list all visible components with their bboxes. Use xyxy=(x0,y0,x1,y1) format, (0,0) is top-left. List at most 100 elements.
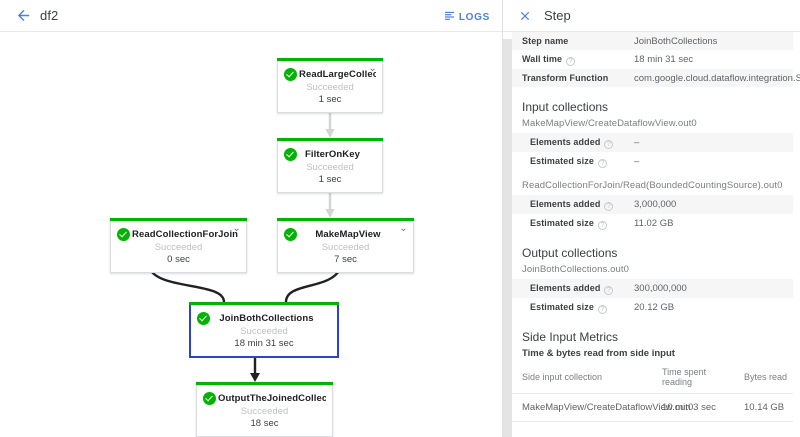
node-title: ReadCollectionForJoin xyxy=(132,228,239,240)
check-circle-icon xyxy=(284,227,297,241)
node-status-bar xyxy=(110,218,247,221)
table-row: Elements added? 300,000,000 xyxy=(512,279,793,298)
elements-added-value: 3,000,000 xyxy=(634,198,677,210)
elements-added-value: 300,000,000 xyxy=(634,282,687,294)
chevron-down-icon[interactable] xyxy=(368,65,377,74)
logs-button[interactable]: LOGS xyxy=(444,8,490,26)
estimated-size-text: Estimated size xyxy=(530,301,594,312)
node-header: ReadLargeCollectionFr... xyxy=(278,61,382,81)
help-circle-icon[interactable]: ? xyxy=(597,220,607,230)
node-header: ReadCollectionForJoin xyxy=(111,221,246,241)
node-header: JoinBothCollections xyxy=(191,305,337,325)
help-circle-icon[interactable]: ? xyxy=(604,201,614,211)
table-row: Estimated size? – xyxy=(512,152,793,171)
node-duration: 1 sec xyxy=(318,94,342,105)
graph-node-join-both-collections[interactable]: JoinBothCollections Succeeded 18 min 31 … xyxy=(189,302,339,358)
graph-node-read-large-collection[interactable]: ReadLargeCollectionFr... Succeeded 1 sec xyxy=(277,58,383,113)
graph-node-filter-on-key[interactable]: FilterOnKey Succeeded 1 sec xyxy=(277,138,383,193)
logs-button-label: LOGS xyxy=(458,11,490,23)
node-status-label: Succeeded xyxy=(306,162,354,173)
side-input-metrics-subheading: Time & bytes read from side input xyxy=(522,348,675,359)
cell-time-spent-reading: 10 min 3 sec xyxy=(652,393,734,422)
vertical-scrollbar[interactable] xyxy=(503,39,512,437)
column-header-time-spent-reading: Time spent reading xyxy=(652,363,734,394)
estimated-size-label: Estimated size? xyxy=(512,152,624,171)
node-duration: 18 sec xyxy=(250,418,279,429)
node-title: JoinBothCollections xyxy=(219,312,314,324)
input-collections-heading: Input collections xyxy=(522,100,609,114)
node-header: OutputTheJoinedCollec... xyxy=(197,385,332,405)
cell-side-input-collection: MakeMapView/CreateDataflowView.out0 xyxy=(512,393,693,422)
table-row: Transform Function com.google.cloud.data… xyxy=(512,69,800,87)
table-row: Step name JoinBothCollections xyxy=(512,32,793,50)
side-input-metrics-heading: Side Input Metrics xyxy=(522,330,619,344)
elements-added-label: Elements added? xyxy=(512,195,624,214)
elements-added-text: Elements added xyxy=(530,198,601,209)
graph-edges xyxy=(144,105,346,382)
column-header-bytes-read: Bytes read xyxy=(734,363,793,394)
wall-time-text: Wall time xyxy=(522,53,563,64)
check-circle-icon xyxy=(197,311,210,325)
help-circle-icon[interactable]: ? xyxy=(566,56,576,66)
node-status-bar xyxy=(196,382,333,385)
graph-node-make-map-view[interactable]: MakeMapView Succeeded 7 sec xyxy=(277,218,414,273)
node-status-bar xyxy=(277,58,383,61)
transform-function-value: com.google.cloud.dataflow.integration.Si… xyxy=(634,72,800,84)
output-collection-name: JoinBothCollections.out0 xyxy=(522,264,629,275)
side-input-metrics-table: Side input collection Time spent reading… xyxy=(512,363,793,422)
step-name-value: JoinBothCollections xyxy=(634,35,718,47)
node-title: OutputTheJoinedCollec... xyxy=(218,392,326,404)
help-circle-icon[interactable]: ? xyxy=(597,158,607,168)
input-collection-name: MakeMapView/CreateDataflowView.out0 xyxy=(522,118,697,129)
chevron-down-icon[interactable] xyxy=(232,225,241,234)
table-row: Elements added? – xyxy=(512,133,793,152)
input-collection-0-table: Elements added? – Estimated size? – xyxy=(512,133,793,171)
chevron-down-icon[interactable] xyxy=(399,225,408,234)
table-row: MakeMapView/CreateDataflowView.out0 10 m… xyxy=(512,393,793,422)
top-app-bar: df2 LOGS xyxy=(0,0,502,32)
node-duration: 18 min 31 sec xyxy=(234,338,294,349)
estimated-size-value: 20.12 GB xyxy=(634,301,675,313)
wall-time-label: Wall time? xyxy=(512,50,624,69)
close-x-icon[interactable] xyxy=(510,9,540,23)
help-circle-icon[interactable]: ? xyxy=(604,139,614,149)
node-status-bar xyxy=(189,302,339,305)
spacer xyxy=(512,171,800,180)
help-circle-icon[interactable]: ? xyxy=(604,285,614,295)
help-circle-icon[interactable]: ? xyxy=(597,304,607,314)
input-collection-1-table: Elements added? 3,000,000 Estimated size… xyxy=(512,195,793,233)
step-details-panel: Step Step name JoinBothCollections Wall … xyxy=(502,0,800,437)
check-circle-icon xyxy=(117,227,130,241)
table-row: Elements added? 3,000,000 xyxy=(512,195,793,214)
panel-header: Step xyxy=(503,0,800,32)
column-header-side-input-collection: Side input collection xyxy=(512,363,652,394)
step-name-label: Step name xyxy=(522,35,569,46)
table-row: Estimated size? 20.12 GB xyxy=(512,298,793,317)
page-title: df2 xyxy=(40,8,59,23)
node-status-label: Succeeded xyxy=(306,82,354,93)
estimated-size-text: Estimated size xyxy=(530,217,594,228)
node-header: FilterOnKey xyxy=(278,141,382,161)
node-status-label: Succeeded xyxy=(240,406,289,417)
node-status-label: Succeeded xyxy=(321,242,370,253)
elements-added-text: Elements added xyxy=(530,136,601,147)
output-collections-heading: Output collections xyxy=(522,246,618,260)
elements-added-label: Elements added? xyxy=(512,133,624,152)
elements-added-value: – xyxy=(634,136,640,148)
node-header: MakeMapView xyxy=(278,221,413,241)
graph-node-output-the-joined-collection[interactable]: OutputTheJoinedCollec... Succeeded 18 se… xyxy=(196,382,333,437)
table-row: Estimated size? 11.02 GB xyxy=(512,214,793,233)
graph-node-read-collection-for-join[interactable]: ReadCollectionForJoin Succeeded 0 sec xyxy=(110,218,247,273)
node-status-label: Succeeded xyxy=(154,242,203,253)
panel-scroll-area[interactable]: Step name JoinBothCollections Wall time?… xyxy=(503,32,800,437)
estimated-size-value: – xyxy=(634,155,640,167)
job-step-graph[interactable]: ReadLargeCollectionFr... Succeeded 1 sec… xyxy=(0,32,502,437)
node-title: FilterOnKey xyxy=(305,148,360,160)
elements-added-label: Elements added? xyxy=(512,279,624,298)
node-status-label: Succeeded xyxy=(240,326,288,337)
arrow-left-icon[interactable] xyxy=(8,7,38,24)
wall-time-value: 18 min 31 sec xyxy=(634,53,694,65)
logs-list-icon xyxy=(444,8,455,26)
estimated-size-label: Estimated size? xyxy=(512,298,624,317)
